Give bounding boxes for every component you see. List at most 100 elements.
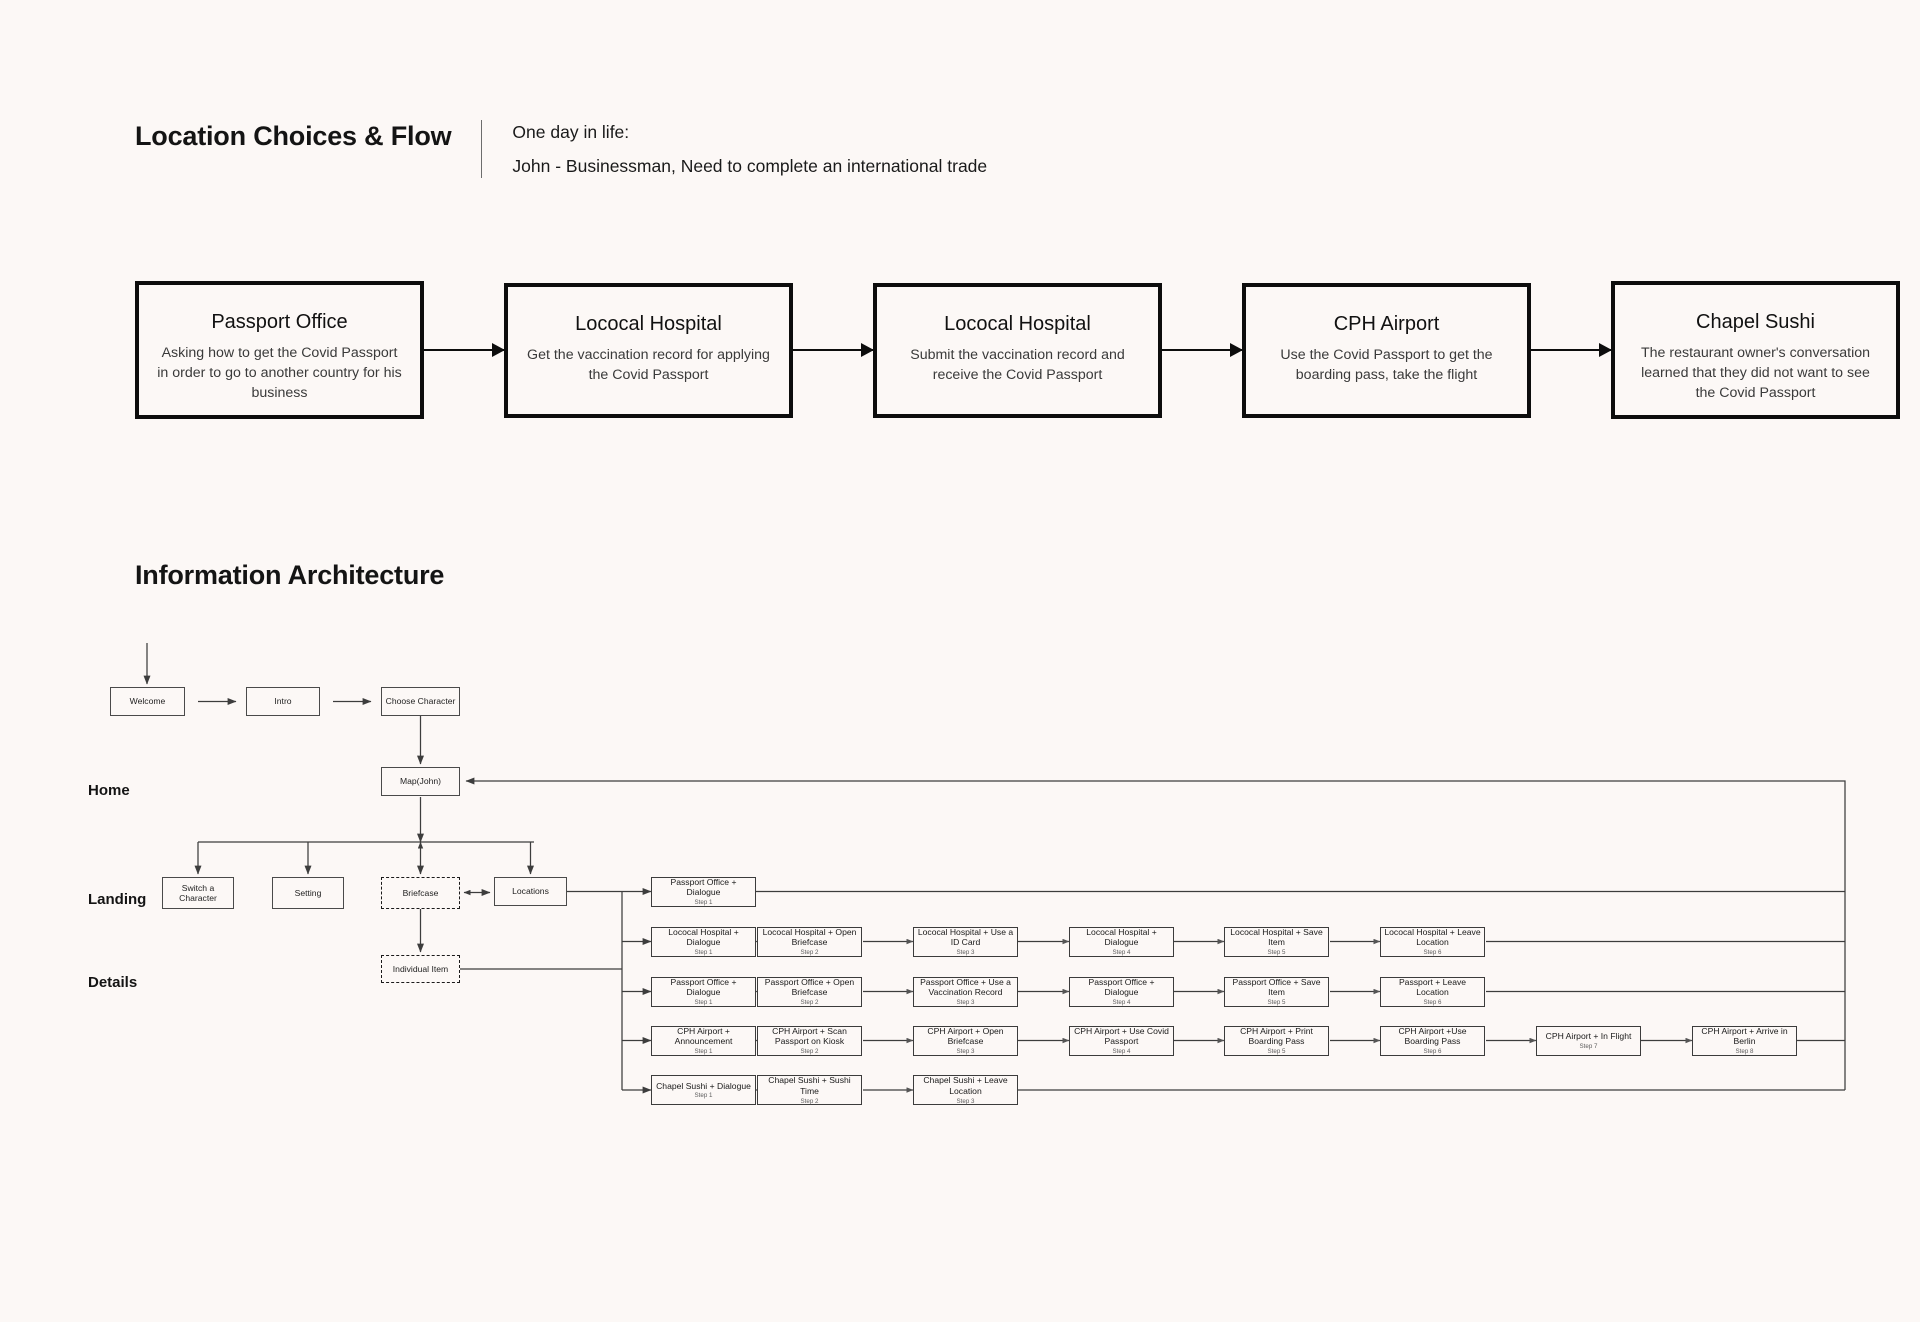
ia-step-label: Lococal Hospital + Leave Location: [1384, 926, 1481, 948]
row-label-details: Details: [88, 974, 138, 991]
flow-box-title: Lococal Hospital: [944, 312, 1091, 335]
ia-node-label: Individual Item: [392, 963, 449, 974]
flow-arrow-icon: [424, 343, 505, 358]
ia-node-choose-character[interactable]: Choose Character: [381, 687, 460, 716]
ia-step-label: Passport Office + Use a Vaccination Reco…: [920, 976, 1011, 998]
ia-node-switch-character[interactable]: Switch a Character: [162, 877, 234, 909]
ia-step-label: CPH Airport +Use Boarding Pass: [1398, 1025, 1467, 1047]
ia-step-label: Passport Office + Dialogue: [1088, 976, 1155, 998]
flow-box-title: Chapel Sushi: [1696, 311, 1815, 333]
ia-step-label: Passport + Leave Location: [1398, 976, 1467, 998]
ia-step-label: Passport Office + Open Briefcase: [764, 976, 855, 998]
flow-box-desc: The restaurant owner's conversation lear…: [1640, 345, 1871, 402]
ia-step-number: Step 5: [1267, 949, 1286, 957]
ia-step-number: Step 4: [1112, 999, 1131, 1007]
ia-step-label: Passport Office + Dialogue: [670, 876, 737, 898]
ia-step-number: Step 2: [800, 999, 819, 1007]
ia-step-number: Step 4: [1112, 949, 1131, 957]
ia-step-label: CPH Airport + In Flight: [1545, 1031, 1632, 1042]
ia-node-setting[interactable]: Setting: [272, 877, 344, 909]
ia-node-label: Welcome: [129, 696, 166, 707]
flow-box-desc: Submit the vaccination record and receiv…: [910, 346, 1125, 383]
flow-arrow-icon: [793, 343, 874, 358]
flow-box-chapel-sushi[interactable]: Chapel Sushi The restaurant owner's conv…: [1611, 281, 1900, 420]
flow-box-lococal-hospital-2[interactable]: Lococal Hospital Submit the vaccination …: [873, 282, 1162, 418]
ia-step-label: Chapel Sushi + Dialogue: [656, 1080, 751, 1091]
persona-line-1: One day in life:: [512, 122, 630, 142]
flow-box-lococal-hospital-1[interactable]: Lococal Hospital Get the vaccination rec…: [504, 282, 793, 418]
ia-step-label: CPH Airport + Arrive in Berlin: [1701, 1025, 1788, 1047]
ia-step-label: CPH Airport + Announcement: [674, 1025, 733, 1047]
ia-step-number: Step 2: [800, 1048, 819, 1056]
ia-node-label: Locations: [512, 886, 549, 897]
ia-step-number: Step 2: [800, 949, 819, 957]
ia-node-briefcase[interactable]: Briefcase: [381, 877, 460, 909]
ia-node-label: Briefcase: [402, 887, 439, 898]
flow-box-cph-airport[interactable]: CPH Airport Use the Covid Passport to ge…: [1242, 282, 1531, 418]
ia-node-label: Intro: [274, 696, 292, 707]
flow-box-title: Passport Office: [211, 311, 348, 333]
ia-step-number: Step 1: [694, 999, 713, 1007]
ia-step-label: Lococal Hospital + Open Briefcase: [762, 926, 857, 948]
ia-step-label: Chapel Sushi + Sushi Time: [768, 1075, 851, 1096]
ia-step-label: Passport Office + Dialogue: [670, 976, 737, 998]
flow-box-passport-office[interactable]: Passport Office Asking how to get the Co…: [135, 281, 424, 420]
ia-step-number: Step 5: [1267, 1048, 1286, 1056]
ia-node-label: Switch a Character: [179, 882, 217, 903]
ia-step-number: Step 1: [694, 899, 713, 907]
persona-block: One day in life: John - Businessman, Nee…: [512, 120, 987, 178]
ia-node-welcome[interactable]: Welcome: [110, 687, 185, 716]
ia-step-number: Step 1: [694, 1048, 713, 1056]
section-header-flow: Location Choices & Flow One day in life:…: [135, 120, 987, 178]
flow-box-desc: Use the Covid Passport to get the boardi…: [1280, 346, 1493, 383]
flow-box-title: CPH Airport: [1333, 312, 1440, 335]
ia-step-node[interactable]: Passport Office + Use a Vaccination Reco…: [913, 976, 1018, 1007]
ia-node-intro[interactable]: Intro: [246, 687, 320, 716]
ia-step-number: Step 4: [1112, 1048, 1131, 1056]
ia-step-label: CPH Airport + Use Covid Passport: [1074, 1025, 1169, 1047]
ia-step-label: Lococal Hospital + Use a ID Card: [917, 926, 1014, 948]
ia-node-individual-item[interactable]: Individual Item: [381, 955, 460, 983]
flow-box-desc: Asking how to get the Covid Passport in …: [157, 345, 402, 402]
flow-box-desc: Get the vaccination record for applying …: [527, 346, 770, 383]
ia-step-number: Step 3: [956, 999, 975, 1007]
ia-step-label: CPH Airport + Print Boarding Pass: [1240, 1025, 1313, 1047]
flow-arrow-icon: [1531, 343, 1612, 358]
ia-node-locations[interactable]: Locations: [494, 877, 567, 906]
ia-step-number: Step 3: [956, 1048, 975, 1056]
header-divider: [481, 120, 483, 178]
ia-step-number: Step 1: [694, 949, 713, 957]
ia-step-number: Step 3: [956, 1097, 975, 1105]
ia-step-number: Step 6: [1423, 1048, 1442, 1056]
ia-step-label: CPH Airport + Scan Passport on Kiosk: [772, 1025, 847, 1047]
ia-step-label: Passport Office + Save Item: [1232, 976, 1321, 998]
ia-step-number: Step 7: [1579, 1042, 1598, 1050]
flow-arrow-icon: [1162, 343, 1243, 358]
ia-node-map[interactable]: Map(John): [381, 767, 460, 796]
